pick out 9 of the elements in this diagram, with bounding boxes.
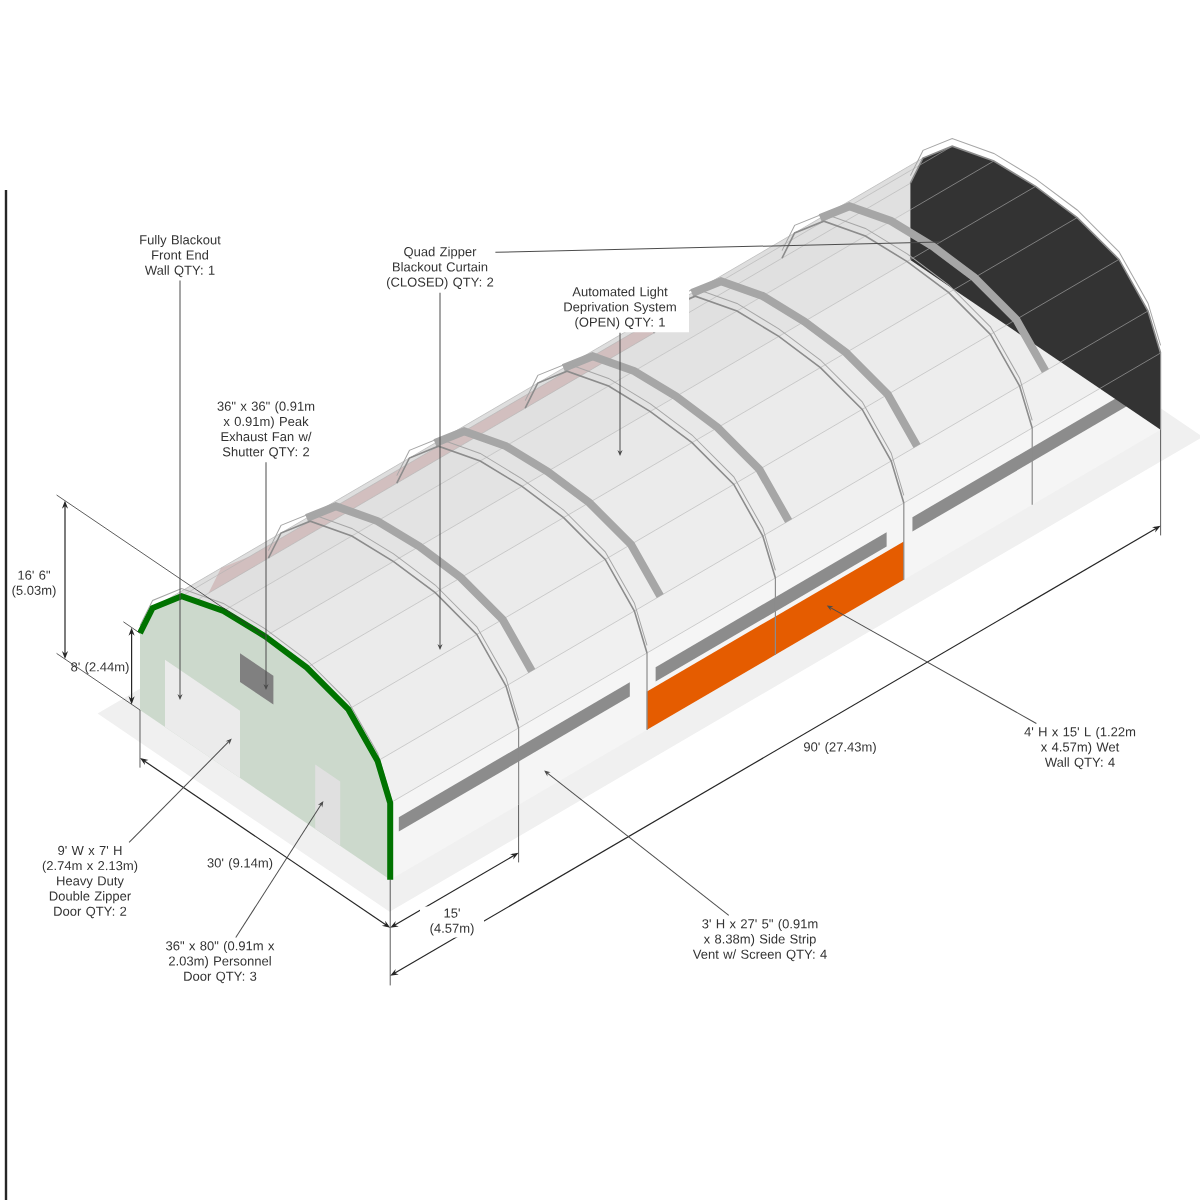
leader-line <box>827 605 1037 724</box>
leader-line <box>494 241 941 253</box>
leader-line <box>235 801 324 938</box>
leader-line <box>264 461 268 690</box>
leader-line <box>178 280 182 700</box>
leader-line <box>544 770 730 916</box>
leader-line <box>618 332 622 456</box>
leader-line <box>438 292 442 650</box>
leader-line <box>128 739 232 843</box>
